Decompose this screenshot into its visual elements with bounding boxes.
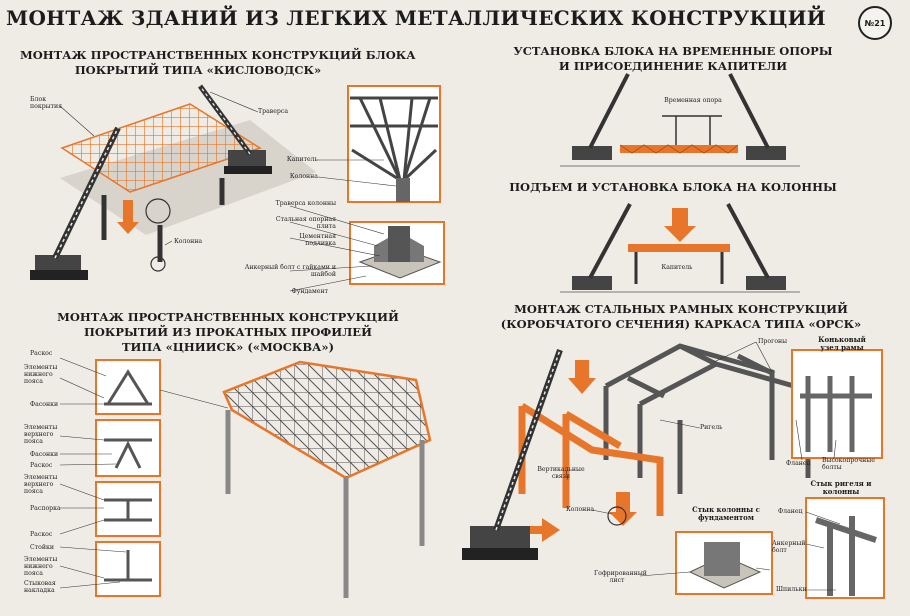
crane-pair-top — [572, 73, 786, 160]
capital-truss — [350, 96, 438, 182]
label-flange: Фланец — [786, 460, 811, 467]
label-column: Колонна — [174, 238, 203, 245]
orsk-heading: МОНТАЖ СТАЛЬНЫХ РАМНЫХ КОНСТРУКЦИЙ (КОРО… — [478, 302, 884, 332]
orsk-heading-line1: МОНТАЖ СТАЛЬНЫХ РАМНЫХ КОНСТРУКЦИЙ — [514, 302, 848, 316]
kislovodsk-heading: МОНТАЖ ПРОСТРАНСТВЕННЫХ КОНСТРУКЦИЙ БЛОК… — [20, 48, 416, 78]
label-brace-2: Раскос — [30, 462, 53, 469]
capital-column — [396, 178, 410, 202]
label-rigel-col-joint: Стык ригеля и колонны — [810, 479, 872, 496]
label-orsk-anchor-bolt: Анкерный болт — [772, 540, 806, 554]
down-arrow — [664, 208, 696, 242]
detail-sketches — [104, 369, 152, 582]
kislovodsk-heading-line2: ПОКРЫТИЙ ТИПА «КИСЛОВОДСК» — [74, 63, 322, 77]
label-upper-chord: Элементы верхнего пояса — [24, 424, 58, 445]
tsniisk-illustration — [59, 357, 432, 598]
label-support-plate: Стальная опорная плита — [275, 216, 336, 230]
columns — [101, 178, 225, 262]
orsk-crawler-crane — [462, 348, 563, 560]
label-purlins: Прогоны — [758, 338, 788, 345]
tsniisk-columns — [225, 410, 425, 598]
label-flange-2: Фланец — [778, 508, 803, 515]
tsniisk-heading-line2: ПОКРЫТИЙ ИЗ ПРОКАТНЫХ ПРОФИЛЕЙ — [84, 325, 372, 339]
crawler-crane-left — [30, 126, 121, 280]
label-post: Стойки — [30, 544, 54, 551]
lifted-block — [628, 244, 730, 252]
label-ridge-joint: Коньковый узел рамы — [818, 335, 866, 352]
spatial-roof-truss — [222, 360, 432, 480]
tsniisk-heading-line3: ТИПА «ЦНИИСК» («МОСКВА») — [121, 340, 335, 354]
crawler-crane-right — [197, 84, 272, 174]
label-cap-plate: Стыковая накладка — [24, 580, 56, 594]
temp-supports-heading-line2: И ПРИСОЕДИНЕНИЕ КАПИТЕЛИ — [558, 59, 788, 73]
rigel-column-detail-box — [805, 497, 885, 599]
steel-frames — [603, 343, 811, 494]
detail-box-1 — [95, 359, 161, 415]
base-column — [388, 226, 410, 262]
orsk-heading-line2: (КОРОБЧАТОГО СЕЧЕНИЯ) КАРКАСА ТИПА «ОРСК… — [500, 317, 862, 331]
label-anchor-bolt: Анкерный болт с гайками и шайбой — [244, 264, 336, 278]
label-cement-pad: Цементная подливка — [299, 233, 336, 247]
lifting-illustration — [560, 203, 800, 293]
tsniisk-heading: МОНТАЖ ПРОСТРАНСТВЕННЫХ КОНСТРУКЦИЙ ПОКР… — [50, 310, 406, 355]
label-traverse: Траверса — [258, 108, 289, 115]
label-vertical-link: Вертикальные связи — [537, 466, 585, 480]
label-temp-support: Временная опора — [664, 97, 722, 104]
label-column-traverse: Траверса колонны — [275, 200, 336, 207]
detail-circle-capital — [145, 198, 171, 224]
label-capital: Капитель — [286, 156, 318, 163]
label-rigel: Ригель — [700, 424, 723, 431]
label-lifting-capital: Капитель — [661, 264, 693, 271]
poster-title: МОНТАЖ ЗДАНИЙ ИЗ ЛЕГКИХ МЕТАЛЛИЧЕСКИХ КО… — [6, 6, 826, 30]
kislovodsk-illustration — [30, 84, 445, 292]
tsniisk-heading-line1: МОНТАЖ ПРОСТРАНСТВЕННЫХ КОНСТРУКЦИЙ — [57, 310, 399, 324]
label-col-found-joint: Стык колонны с фундаментом — [692, 505, 760, 522]
label-lower-chord-2: Элементы нижнего пояса — [24, 556, 58, 577]
roof-block — [60, 103, 262, 193]
temporary-supports-illustration — [560, 73, 800, 167]
label-gusset-1: Фасонки — [30, 401, 59, 408]
orsk-illustration — [462, 341, 885, 599]
label-foundation: Фундамент — [291, 288, 328, 295]
orsk-leader-lines — [565, 341, 841, 591]
label-hs-bolts: Высокопрочные болты — [822, 457, 875, 471]
label-upper-chord-2: Элементы верхнего пояса — [24, 474, 58, 495]
lifting-heading: ПОДЪЕМ И УСТАНОВКА БЛОКА НА КОЛОННЫ — [509, 180, 837, 194]
temp-supports-heading: УСТАНОВКА БЛОКА НА ВРЕМЕННЫЕ ОПОРЫ И ПРИ… — [488, 44, 858, 74]
tsniisk-leader-lines — [59, 357, 229, 589]
label-orsk-column: Колонна — [566, 506, 595, 513]
detail-box-2 — [95, 419, 161, 477]
block-on-supports — [620, 145, 738, 153]
lower-arrow — [117, 200, 139, 234]
label-column-2: Колонна — [289, 173, 318, 180]
label-gusset-2: Фасонки — [30, 451, 59, 458]
temp-supports-heading-line1: УСТАНОВКА БЛОКА НА ВРЕМЕННЫЕ ОПОРЫ — [513, 44, 833, 58]
rigel-column-sketch — [815, 516, 877, 596]
orsk-down-arrow — [568, 360, 596, 394]
orsk-right-arrow — [522, 518, 560, 542]
label-brace-1: Раскос — [30, 350, 53, 357]
label-block: Блок покрытия — [30, 96, 63, 110]
crane-pair-bottom — [572, 203, 786, 290]
ridge-detail-sketch — [800, 376, 872, 452]
kislovodsk-heading-line1: МОНТАЖ ПРОСТРАНСТВЕННЫХ КОНСТРУКЦИЙ БЛОК… — [20, 48, 416, 62]
detail-circle-base — [150, 256, 166, 272]
kislovodsk-leader-lines — [59, 91, 397, 292]
label-corrugated-sheet: Гофрированный лист — [594, 570, 647, 584]
label-shims: Шпильки — [776, 586, 807, 593]
label-spacer: Распорка — [30, 505, 61, 512]
poster-number-badge: №21 — [858, 6, 892, 40]
label-brace-3: Раскос — [30, 531, 53, 538]
label-lower-chord-1: Элементы нижнего пояса — [24, 364, 58, 385]
